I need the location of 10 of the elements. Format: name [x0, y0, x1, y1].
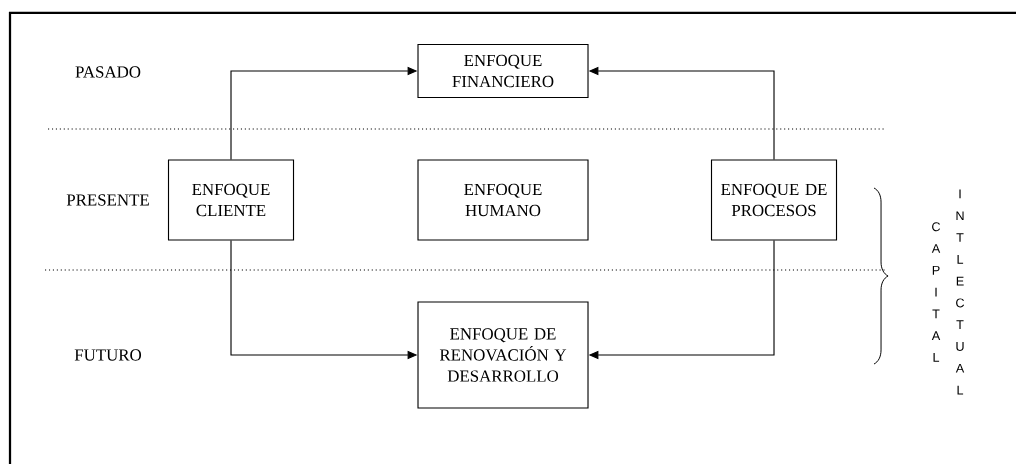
process-box: ENFOQUE HUMANO [417, 159, 589, 241]
period-label: FUTURO [74, 349, 142, 361]
process-box: ENFOQUE CLIENTE [167, 159, 295, 241]
vertical-label: CAPITAL [931, 222, 941, 362]
vertical-label: INTLECTUAL [955, 189, 965, 395]
process-box: ENFOQUE FINANCIERO [417, 43, 589, 99]
period-label: PRESENTE [66, 194, 149, 206]
process-box: ENFOQUE DE PROCESOS [710, 159, 838, 241]
period-label: PASADO [75, 66, 141, 78]
process-box: ENFOQUE DE RENOVACIÓN Y DESARROLLO [417, 301, 589, 409]
